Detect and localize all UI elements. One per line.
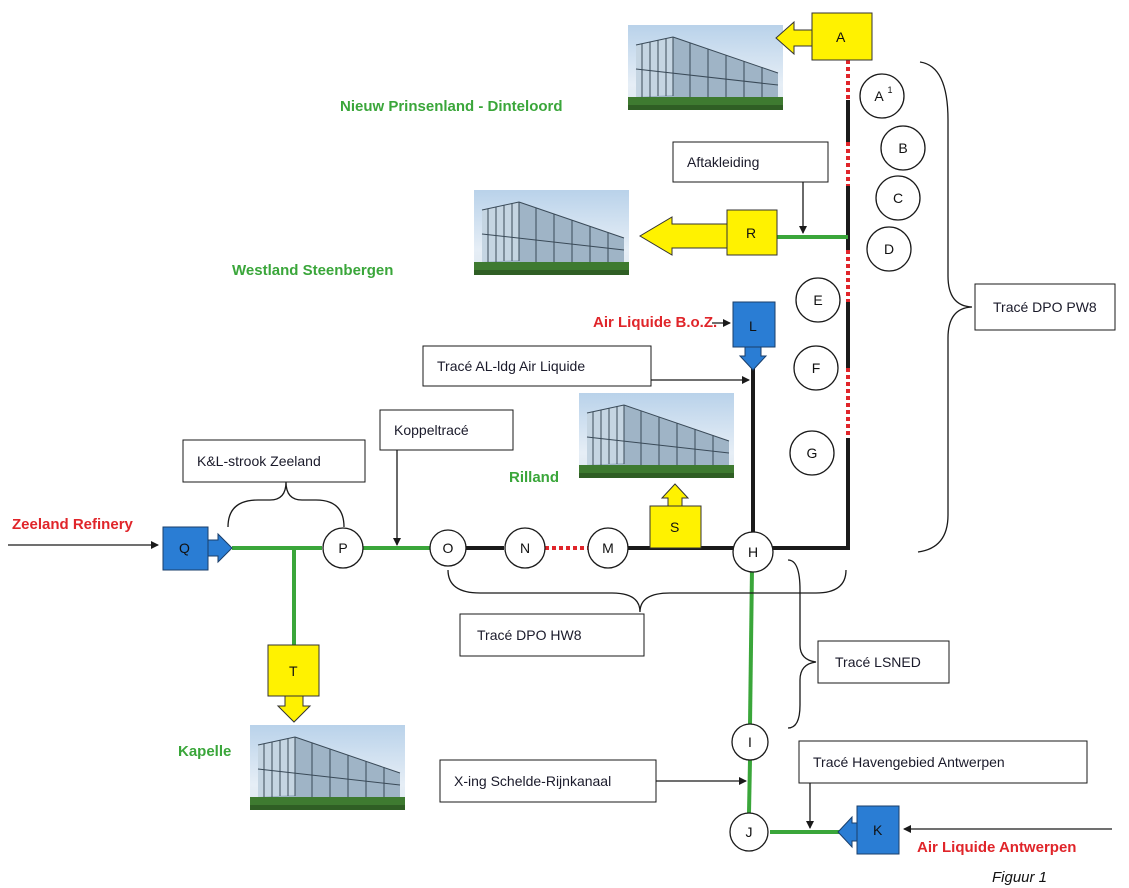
trace-havengebied-box	[798, 740, 1088, 784]
greenhouse-image-rilland	[578, 392, 735, 479]
trace-lsned-box	[817, 640, 950, 684]
node-e-label: E	[813, 292, 822, 308]
trace-dpo-hw8-label: Tracé DPO HW8	[477, 627, 582, 643]
brace-dpo-pw8	[917, 61, 973, 553]
node-g	[789, 430, 835, 476]
node-o-label: O	[443, 540, 454, 556]
node-e	[795, 277, 841, 323]
node-d-label: D	[884, 241, 894, 257]
greenhouse-image-westland	[473, 189, 630, 276]
node-d	[866, 226, 912, 272]
box-r-label: R	[746, 225, 756, 241]
figure-caption: Figuur 1	[992, 869, 1047, 886]
box-k: K	[837, 805, 900, 855]
trace-dpo-pw8-label: Tracé DPO PW8	[993, 299, 1097, 315]
node-h	[732, 531, 774, 573]
pipeline-i-j	[747, 759, 752, 814]
node-j	[729, 812, 769, 852]
brace-kl-strook	[227, 481, 345, 528]
greenhouse-image-nieuw-prinsenland	[627, 24, 784, 111]
koppeltrace-box	[379, 409, 514, 451]
kl-strook-box	[182, 439, 366, 483]
source-air-liquide-antwerpen: Air Liquide Antwerpen	[917, 839, 1076, 856]
box-s: S	[649, 483, 702, 549]
source-air-liquide-boz: Air Liquide B.o.Z.	[593, 314, 717, 331]
node-a1	[859, 73, 905, 119]
box-q-label: Q	[179, 540, 190, 556]
node-g-label: G	[807, 445, 818, 461]
site-westland: Westland Steenbergen	[232, 262, 393, 279]
pipeline-lsned	[748, 567, 754, 726]
box-l: L	[732, 301, 776, 371]
node-f	[793, 345, 839, 391]
node-m	[587, 527, 629, 569]
node-o	[429, 529, 467, 567]
trace-al-ldg-box	[422, 345, 652, 387]
box-k-label: K	[873, 822, 883, 838]
node-a1-superscript: 1	[887, 85, 892, 95]
node-c-label: C	[893, 190, 903, 206]
site-kapelle: Kapelle	[178, 743, 231, 760]
trace-lsned-label: Tracé LSNED	[835, 654, 921, 670]
aftakleiding-box	[672, 141, 829, 183]
x-ing-label: X-ing Schelde-Rijnkanaal	[454, 773, 611, 789]
node-a1-label: A	[874, 88, 884, 104]
node-b-label: B	[898, 140, 907, 156]
koppeltrace-label: Koppeltracé	[394, 422, 469, 438]
node-p	[322, 527, 364, 569]
trace-al-ldg-label: Tracé AL-ldg Air Liquide	[437, 358, 585, 374]
brace-dpo-hw8	[447, 569, 847, 613]
node-i	[731, 723, 769, 761]
node-m-label: M	[602, 540, 614, 556]
site-nieuw-prinsenland: Nieuw Prinsenland - Dinteloord	[340, 98, 563, 115]
node-j-label: J	[746, 824, 753, 840]
box-q: Q	[162, 526, 233, 571]
node-i-label: I	[748, 734, 752, 750]
site-rilland: Rilland	[509, 469, 559, 486]
node-f-label: F	[812, 360, 821, 376]
node-n-label: N	[520, 540, 530, 556]
box-t: T	[267, 644, 320, 723]
greenhouse-image-kapelle	[249, 724, 406, 811]
box-a-label: A	[836, 29, 846, 45]
node-c	[875, 175, 921, 221]
node-b	[880, 125, 926, 171]
node-n	[504, 527, 546, 569]
box-r: R	[639, 209, 778, 256]
node-h-label: H	[748, 544, 758, 560]
box-l-label: L	[749, 318, 757, 334]
box-t-label: T	[289, 663, 298, 679]
box-s-label: S	[670, 519, 679, 535]
x-ing-box	[439, 759, 657, 803]
trace-dpo-hw8-box	[459, 613, 645, 657]
aftakleiding-label: Aftakleiding	[687, 154, 759, 170]
brace-lsned	[787, 559, 817, 729]
kl-strook-label: K&L-strook Zeeland	[197, 453, 321, 469]
source-zeeland-refinery: Zeeland Refinery	[12, 516, 134, 533]
trace-dpo-pw8-box	[974, 283, 1116, 331]
trace-havengebied-label: Tracé Havengebied Antwerpen	[813, 754, 1005, 770]
node-p-label: P	[338, 540, 347, 556]
box-a: A	[775, 12, 873, 61]
